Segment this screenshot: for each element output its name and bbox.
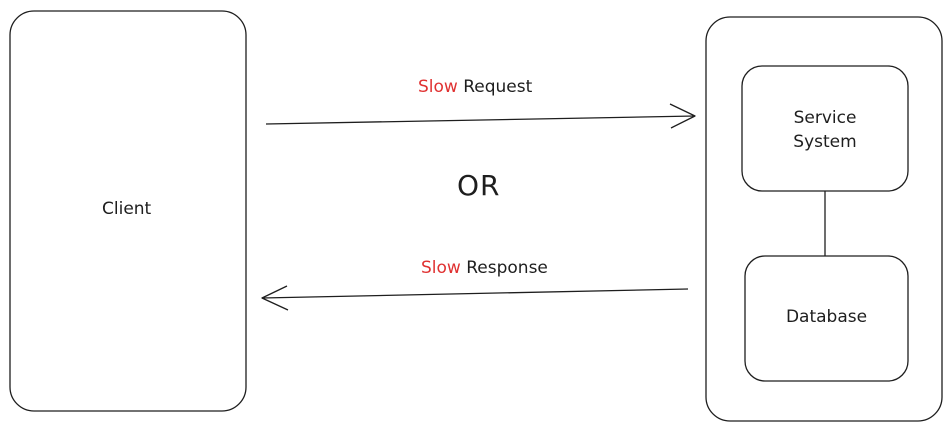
client-label: Client [102,199,152,219]
request-highlight: Slow [418,77,458,97]
server-container-box [705,16,943,422]
service-label-line2: System [793,132,857,152]
request-text: Request [463,77,533,97]
response-arrow [261,285,689,311]
service-system-label: Service System [742,106,908,154]
or-separator-label: OR [457,169,501,202]
request-label: Slow Request [418,79,532,96]
client-box [9,10,247,412]
request-arrow [265,103,696,129]
database-box [744,255,909,382]
response-text: Response [466,258,548,278]
response-highlight: Slow [421,258,461,278]
response-label: Slow Response [421,260,548,277]
database-label: Database [785,307,868,327]
service-label-line1: Service [793,108,857,128]
